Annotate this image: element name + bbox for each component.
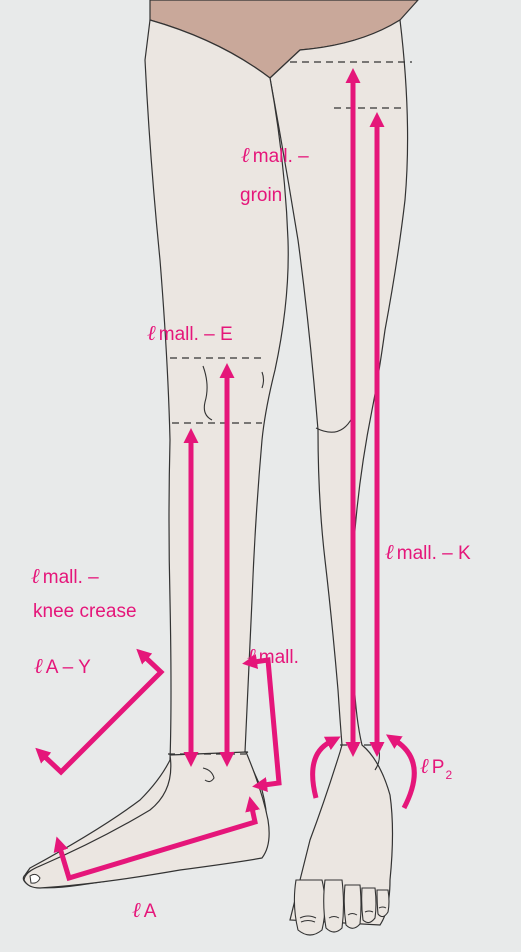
arrow-mall <box>254 660 279 785</box>
toes-front <box>294 880 389 935</box>
arrow-p2-right <box>396 741 414 808</box>
label-mall-groin-2: groin <box>240 185 282 206</box>
label-mall-knee-2: knee crease <box>33 601 137 622</box>
